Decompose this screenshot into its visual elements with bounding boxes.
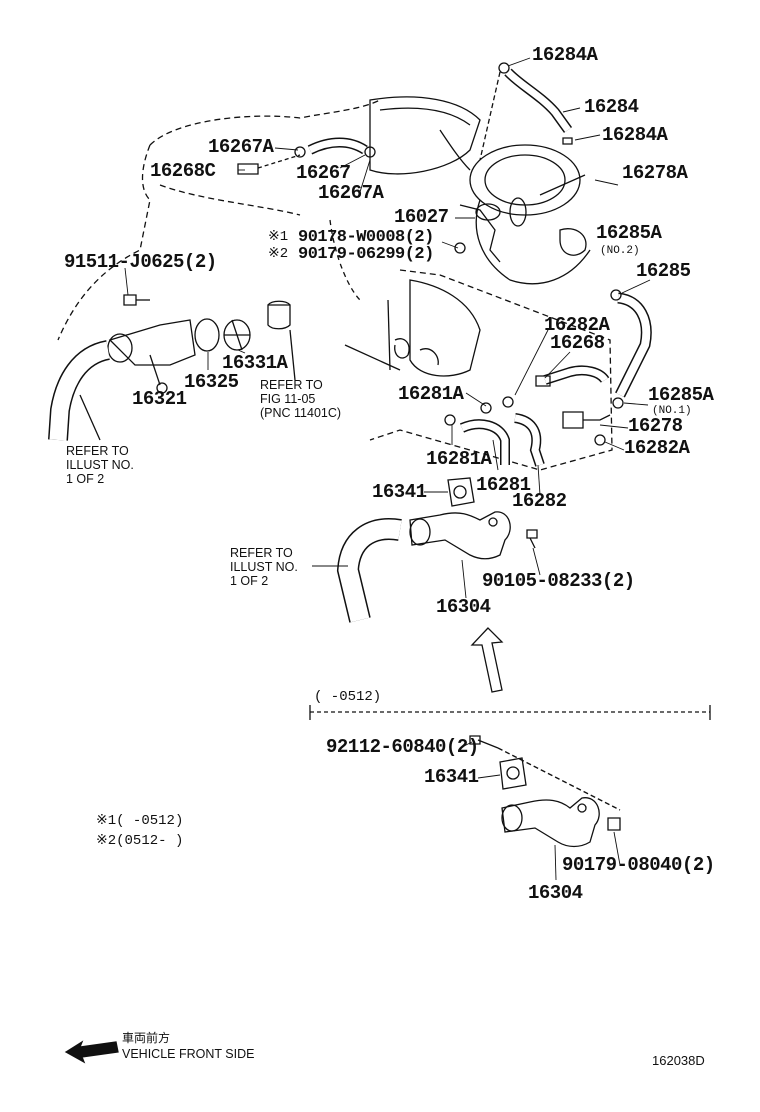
nut-90179-lower [608,818,620,830]
direction-arrow [472,628,502,692]
label-90179b: 90179-08040(2) [562,854,715,876]
clamp-16284A-lower [563,138,572,144]
connector-16268C [238,164,258,174]
label-16284A: 16284A [532,44,598,66]
label-16268: 16268 [550,332,605,354]
label-90105: 90105-08233(2) [482,570,635,592]
label-16282A-2: 16282A [624,437,690,459]
label-16267A-2: 16267A [318,182,384,204]
label-16341-2: 16341 [424,766,479,788]
refer-illust-note-2: REFER TO ILLUST NO. 1 OF 2 [230,546,298,588]
label-16282: 16282 [512,490,567,512]
clamp-16284A-top [499,63,509,73]
vehicle-front-arrow [66,1042,118,1062]
refer-illust-note-1: REFER TO ILLUST NO. 1 OF 2 [66,444,134,486]
label-16267A: 16267A [208,136,274,158]
label-16284A-2: 16284A [602,124,668,146]
water-outlet-16304-lower [502,798,599,847]
range-bracket-label: ( -0512) [314,689,382,705]
gasket-16325 [195,319,219,351]
note2-mark: ※2 [268,246,289,262]
label-16284: 16284 [584,96,639,118]
thermostat-16331A [224,320,250,350]
vehicle-front-jp: 車両前方 [122,1031,171,1045]
label-16281: 16281 [476,474,531,496]
engine-outline-left [58,145,150,340]
label-no2: (NO.2) [600,245,640,257]
gasket-16341-lower [500,758,526,789]
label-16285: 16285 [636,260,691,282]
cap-part [268,301,290,329]
bolt-91511 [124,295,150,305]
label-16321: 16321 [132,388,187,410]
turbo-assembly [330,97,590,376]
label-16331A: 16331A [222,352,288,374]
refer-fig-note: REFER TO FIG 11-05 (PNC 11401C) [260,378,342,420]
label-16341: 16341 [372,481,427,503]
label-90179a: 90179-06299(2) [298,245,434,264]
fitting-16278 [563,412,610,445]
label-16304-2: 16304 [528,882,583,904]
footnote-1: ※1( -0512) [96,813,184,829]
vehicle-front-en: VEHICLE FRONT SIDE [122,1047,255,1061]
label-16285A: 16285A [596,222,662,244]
label-no1: (NO.1) [652,405,692,417]
water-outlet-16304-upper [410,512,510,559]
note1-mark: ※1 [268,229,289,245]
label-16267: 16267 [296,162,351,184]
drawing-number: 162038D [652,1053,705,1068]
label-16281A-2: 16281A [426,448,492,470]
bolt-90105 [527,530,537,548]
label-91511: 91511-J0625(2) [64,251,217,273]
engine-outline-inner [160,185,300,215]
pipe-16027 [460,205,500,262]
label-16304: 16304 [436,596,491,618]
label-16278A: 16278A [622,162,688,184]
gasket-16341-upper [448,478,474,506]
label-16278: 16278 [628,415,683,437]
label-90178: 90178-W0008(2) [298,228,434,247]
block-outline [370,270,612,470]
thermostat-housing [108,320,195,393]
label-16282A: 16282A [544,314,610,336]
footnote-2: ※2(0512- ) [96,833,184,849]
label-92112: 92112-60840(2) [326,736,479,758]
leader-lines [125,58,650,880]
label-16285A-2: 16285A [648,384,714,406]
label-16325: 16325 [184,371,239,393]
label-16281A: 16281A [398,383,464,405]
label-16027: 16027 [394,206,449,228]
label-16268C: 16268C [150,160,216,182]
bolt-92112 [470,736,498,748]
engine-outline [150,100,380,145]
